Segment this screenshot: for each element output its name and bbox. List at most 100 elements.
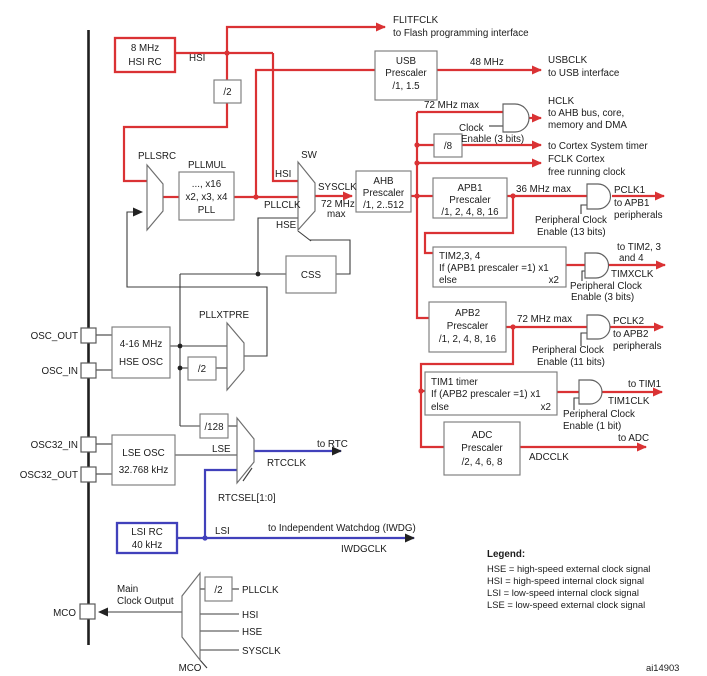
red-wires [122,22,666,452]
iwdg-desc: to Independent Watchdog (IWDG) [268,523,416,534]
wire-hsidiv2-pllsrc [122,103,229,183]
ahb-line2: Prescaler [363,188,405,199]
pclk2-label: PCLK2 [613,316,644,327]
tim1-enable-line1: Peripheral Clock [563,409,635,420]
legend-title: Legend: [487,549,525,560]
tim1-desc: to TIM1 [628,379,661,390]
hse-div2-box [187,356,217,381]
mco-div2-box [204,576,233,602]
sw-hse-label: HSE [276,220,297,231]
apb2-prescaler-box [428,301,507,353]
junction-tim1-in [418,388,424,394]
wire-lsi-rtcsel [203,468,237,538]
junction-bus-fclk [414,160,420,166]
hsi-rc-box [113,36,177,74]
mco-pin-label: MCO [53,608,76,619]
ahb-line1: AHB [373,176,394,187]
hsi-div2-label: /2 [223,87,231,98]
sw-hsi-label: HSI [275,169,291,180]
apb2-line2: Prescaler [447,321,489,332]
mco-mux [181,571,201,662]
usb-freq-label: 48 MHz [470,57,504,68]
div8-box [433,133,463,158]
div8-label: /8 [444,141,453,152]
rtcsel-label: RTCSEL[1:0] [218,493,276,504]
junction-bus-ahb [414,193,420,199]
hsi-div2-box [213,79,242,104]
labels: OSC_OUT OSC_IN OSC32_IN OSC32_OUT MCO 8 … [20,15,680,674]
sysclk-max2: max [327,209,346,220]
pclk1-desc2: peripherals [614,210,663,221]
black-wires [96,125,587,669]
mco-main-line2: Clock Output [117,596,174,607]
wire-apb1-tim234 [423,196,515,255]
timx-and-gate [584,252,610,279]
junction-pllclk [253,194,259,200]
enable-hook-pclk1 [580,204,587,214]
usb-prescaler-box [374,50,438,101]
pclk2-enable-line1: Peripheral Clock [532,345,604,356]
css-box [285,255,337,294]
pll-line3: PLL [198,205,216,216]
osc32-out-pin [80,466,97,483]
pclk1-max-label: 36 MHz max [516,184,571,195]
rtcclk-label: RTCCLK [267,458,306,469]
lsi-rc-line2: 40 kHz [132,540,163,551]
wire-pllclk-usb [254,68,375,197]
usb-line3: /1, 1.5 [392,81,420,92]
hclk-enable-line1: Clock [459,123,484,134]
tim1-line1: TIM1 timer [431,377,479,388]
adcclk-label: ADCCLK [529,452,569,463]
mco-main-line1: Main [117,584,138,595]
wire-flitfclk [225,22,386,53]
pllxtpre-label: PLLXTPRE [199,310,250,321]
tim234-mult: x2 [549,275,559,286]
apb1-prescaler-box [432,177,508,219]
clock-gates [502,103,612,405]
sw-mux [297,160,316,232]
tim234-box [432,246,567,288]
tim1-line2: If (APB2 prescaler =1) x1 [431,389,541,400]
hse-osc-line2: HSE OSC [119,357,163,368]
junction-apb1-out [510,193,516,199]
osc-in-pin [80,362,97,379]
pclk1-enable-line2: Enable (13 bits) [537,227,606,238]
pclk1-label: PCLK1 [614,185,645,196]
lsi-rc-line1: LSI RC [131,527,163,538]
hclk-enable-line2: Enable (3 bits) [461,134,524,145]
wire-hse-swmux [257,217,298,274]
fclk-label: FCLK Cortex [548,154,605,165]
enable-hook-pclk2 [580,332,587,346]
mco-div2-label: /2 [214,585,222,596]
lse-osc-box [111,434,176,486]
sw-pllclk-label: PLLCLK [264,200,301,211]
tim234-line1: TIM2,3, 4 [439,251,481,262]
flitfclk-label: FLITFCLK [393,15,439,26]
pll-box [178,171,235,221]
adc-line2: Prescaler [461,443,503,454]
tim1-enable-line2: Enable (1 bit) [563,421,621,432]
pclk2-desc2: peripherals [613,341,662,352]
mco-mux-select-tail [199,659,208,669]
rtcsel-mux [236,416,255,485]
ahb-prescaler-box [355,170,412,213]
osc32-in-pin [80,436,97,453]
hclk-max-label: 72 MHz max [424,100,479,111]
usb-line1: USB [396,56,417,67]
junction-dots [177,50,516,541]
blocks [111,36,567,602]
pllsrc-label: PLLSRC [138,151,176,162]
sysclk-max1: 72 MHz [321,199,355,210]
hsi-rc-line2: HSI RC [128,57,161,68]
wire-hclk-bus [415,112,429,320]
rtc-mux-select-tail [242,467,253,482]
css-label: CSS [301,270,322,281]
osc32-in-label: OSC32_IN [31,440,78,451]
legend-line-lsi: LSI = low-speed internal clock signal [487,587,639,598]
junction-hse-css [255,271,261,277]
enable-hook-tim1 [573,397,579,410]
timxclk-label: TIMXCLK [611,269,654,280]
hsi-rc-line1: 8 MHz [131,43,159,54]
